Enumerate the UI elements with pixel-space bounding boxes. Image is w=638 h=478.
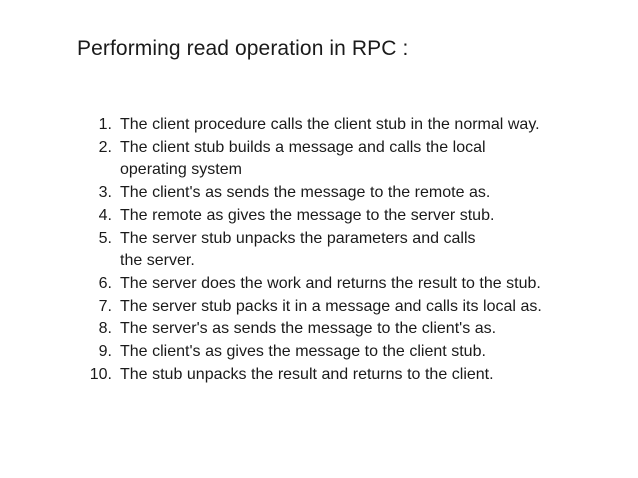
list-item: 2. The client stub builds a message and c… [70, 137, 570, 182]
list-item-text: The client's as gives the message to the… [120, 343, 486, 361]
list-item: 7. The server stub packs it in a message … [70, 296, 570, 319]
list-item-number: 2. [98, 138, 112, 156]
list-item: 5. The server stub unpacks the parameters… [70, 228, 570, 273]
list-item-text: The remote as gives the message to the s… [120, 206, 495, 224]
list-item-number: 4. [98, 206, 112, 224]
list-item: 10. The stub unpacks the result and retur… [70, 364, 570, 387]
list-item-number: 9. [98, 343, 112, 361]
list-item-text: The client procedure calls the client st… [120, 116, 540, 133]
list-item: 1. The client procedure calls the client … [70, 114, 570, 137]
list-item: 3. The client's as sends the message to t… [70, 182, 570, 205]
list-item-text: The stub unpacks the result and returns … [120, 365, 494, 383]
list-item-number: 3. [98, 184, 112, 202]
list-item: 6. The server does the work and returns t… [70, 273, 570, 296]
list-item-number: 7. [98, 297, 112, 315]
list-item-text: The server's as sends the message to the… [120, 320, 497, 338]
list-item: 8. The server's as sends the message to t… [70, 318, 570, 341]
page-title: Performing read operation in RPC : [77, 37, 409, 60]
list-item-text: The server stub unpacks the parameters a… [120, 229, 476, 270]
list-item-number: 1. [98, 116, 112, 133]
list-item-number: 6. [98, 274, 112, 292]
list-item: 4. The remote as gives the message to the… [70, 205, 570, 228]
list-item-number: 5. [98, 229, 112, 247]
list-item: 9. The client's as gives the message to t… [70, 341, 570, 364]
list-item-text: The client stub builds a message and cal… [120, 138, 486, 179]
list-item-text: The server stub packs it in a message an… [120, 297, 542, 315]
numbered-step-list: 1. The client procedure calls the client … [70, 114, 570, 386]
list-item-number: 8. [98, 320, 112, 338]
list-item-number: 10. [89, 365, 112, 383]
list-item-text: The client's as sends the message to the… [120, 184, 491, 202]
list-item-text: The server does the work and returns the… [120, 274, 541, 292]
